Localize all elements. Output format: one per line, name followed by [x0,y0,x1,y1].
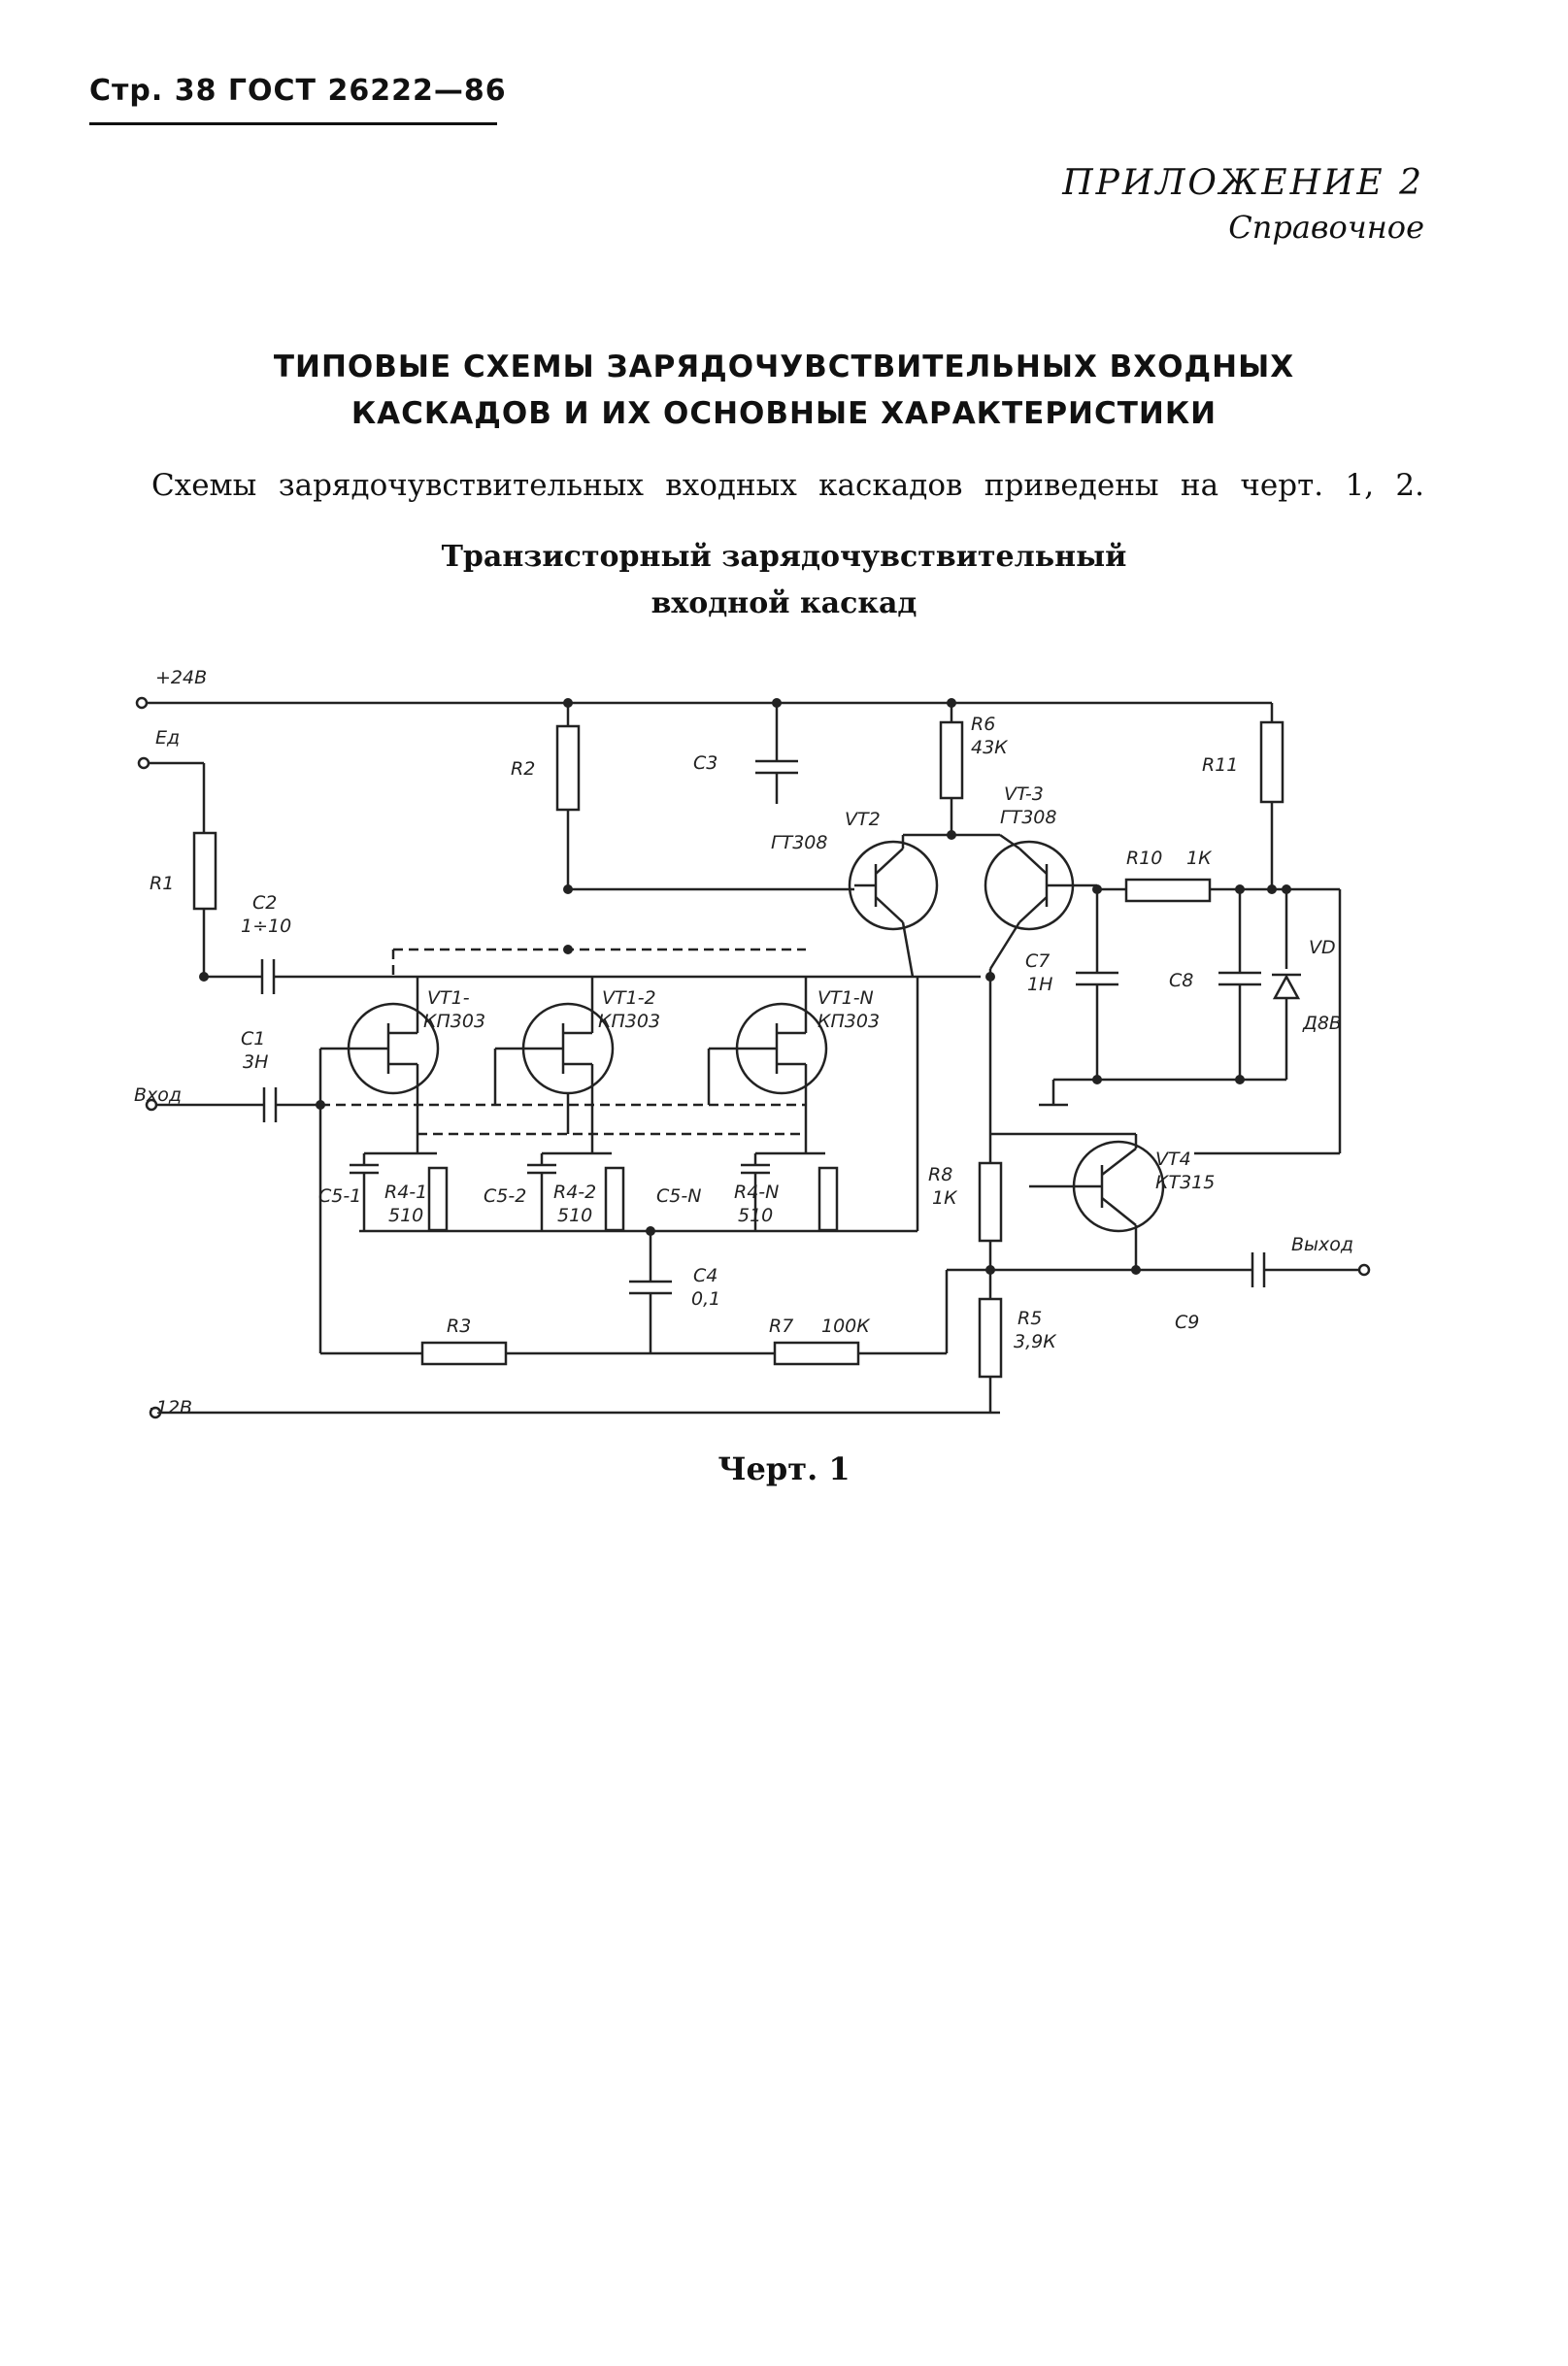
label-c1: C1 [241,1028,265,1050]
label-c7-val: 1Н [1027,974,1052,995]
section-title-line2: КАСКАДОВ И ИХ ОСНОВНЫЕ ХАРАКТЕРИСТИКИ [350,396,1218,431]
label-vt1-n: VT1-N [817,987,874,1009]
label-c7: C7 [1025,950,1050,972]
page-header: Стр. 38 ГОСТ 26222—86 [89,74,507,108]
label-vd: VD [1309,937,1336,958]
label-c4: C4 [693,1265,717,1286]
intro-paragraph: Схемы зарядочувствительных входных каска… [151,468,1424,503]
label-r8: R8 [928,1164,952,1185]
label-vt1-2-type: КП303 [598,1011,660,1032]
label-output: Выход [1291,1234,1353,1255]
label-r4-n: R4-N [734,1182,779,1203]
label-input: Вход [134,1084,182,1106]
label-r4-1-val: 510 [388,1205,423,1226]
label-r1: R1 [150,873,174,894]
appendix-block: ПРИЛОЖЕНИЕ 2 Справочное [1062,163,1424,246]
label-supply-neg: -12В [150,1397,192,1418]
label-vt4-type: КТ315 [1155,1172,1215,1193]
label-vt1-1: VT1- [427,987,470,1009]
label-r4-2: R4-2 [553,1182,596,1203]
label-c5-1: C5-1 [318,1185,361,1207]
figure-caption: Черт. 1 [717,1450,851,1487]
label-c2: C2 [252,892,277,914]
label-vt1-1-type: КП303 [423,1011,485,1032]
label-r5-val: 3,9К [1014,1331,1057,1352]
label-r4-2-val: 510 [557,1205,592,1226]
section-title: ТИПОВЫЕ СХЕМЫ ЗАРЯДОЧУВСТВИТЕЛЬНЫХ ВХОДН… [0,344,1568,437]
figure-title: Транзисторный зарядочувствительный входн… [0,534,1568,627]
label-vt1-2: VT1-2 [602,987,656,1009]
figure-title-line1: Транзисторный зарядочувствительный [441,540,1127,574]
appendix-subtitle: Справочное [1228,209,1424,246]
label-c2-val: 1÷10 [241,916,291,937]
label-vt3-type: ГТ308 [1000,807,1056,828]
label-vt1-n-type: КП303 [817,1011,880,1032]
label-r6: R6 [971,714,995,735]
label-r4-n-val: 510 [738,1205,773,1226]
label-r11: R11 [1202,754,1238,776]
label-supply-pos: +24В [155,667,207,688]
label-c8: C8 [1169,970,1193,991]
label-vt2: VT2 [845,809,881,830]
label-r5: R5 [1018,1308,1042,1329]
label-c5-2: C5-2 [484,1185,526,1207]
label-r7-val: 100К [821,1316,871,1337]
label-vt2-type: ГТ308 [771,832,827,853]
label-r2: R2 [511,758,535,780]
label-c4-val: 0,1 [691,1288,720,1310]
figure-title-line2: входной каскад [651,586,917,620]
circuit-schematic: +24В Ед -12В Вход Выход R1 C2 1÷10 C1 3Н… [134,667,1371,1419]
label-r6-val: 43К [971,737,1009,758]
appendix-label: ПРИЛОЖЕНИЕ 2 [1062,163,1424,203]
label-ed: Ед [155,727,180,749]
header-rule [89,122,497,125]
label-vt4: VT4 [1155,1149,1191,1170]
label-vd-type: Д8В [1302,1013,1342,1034]
section-title-line1: ТИПОВЫЕ СХЕМЫ ЗАРЯДОЧУВСТВИТЕЛЬНЫХ ВХОДН… [273,350,1295,384]
label-c9: C9 [1175,1312,1199,1333]
label-r10-val: 1К [1186,848,1213,869]
label-c5-n: C5-N [656,1185,701,1207]
label-r3: R3 [447,1316,471,1337]
label-vt3: VT-3 [1004,783,1044,805]
label-c1-val: 3Н [243,1051,268,1073]
label-r7: R7 [769,1316,793,1337]
label-r4-1: R4-1 [384,1182,427,1203]
label-c3: C3 [693,752,717,774]
label-r8-val: 1К [932,1187,958,1209]
label-r10: R10 [1126,848,1162,869]
